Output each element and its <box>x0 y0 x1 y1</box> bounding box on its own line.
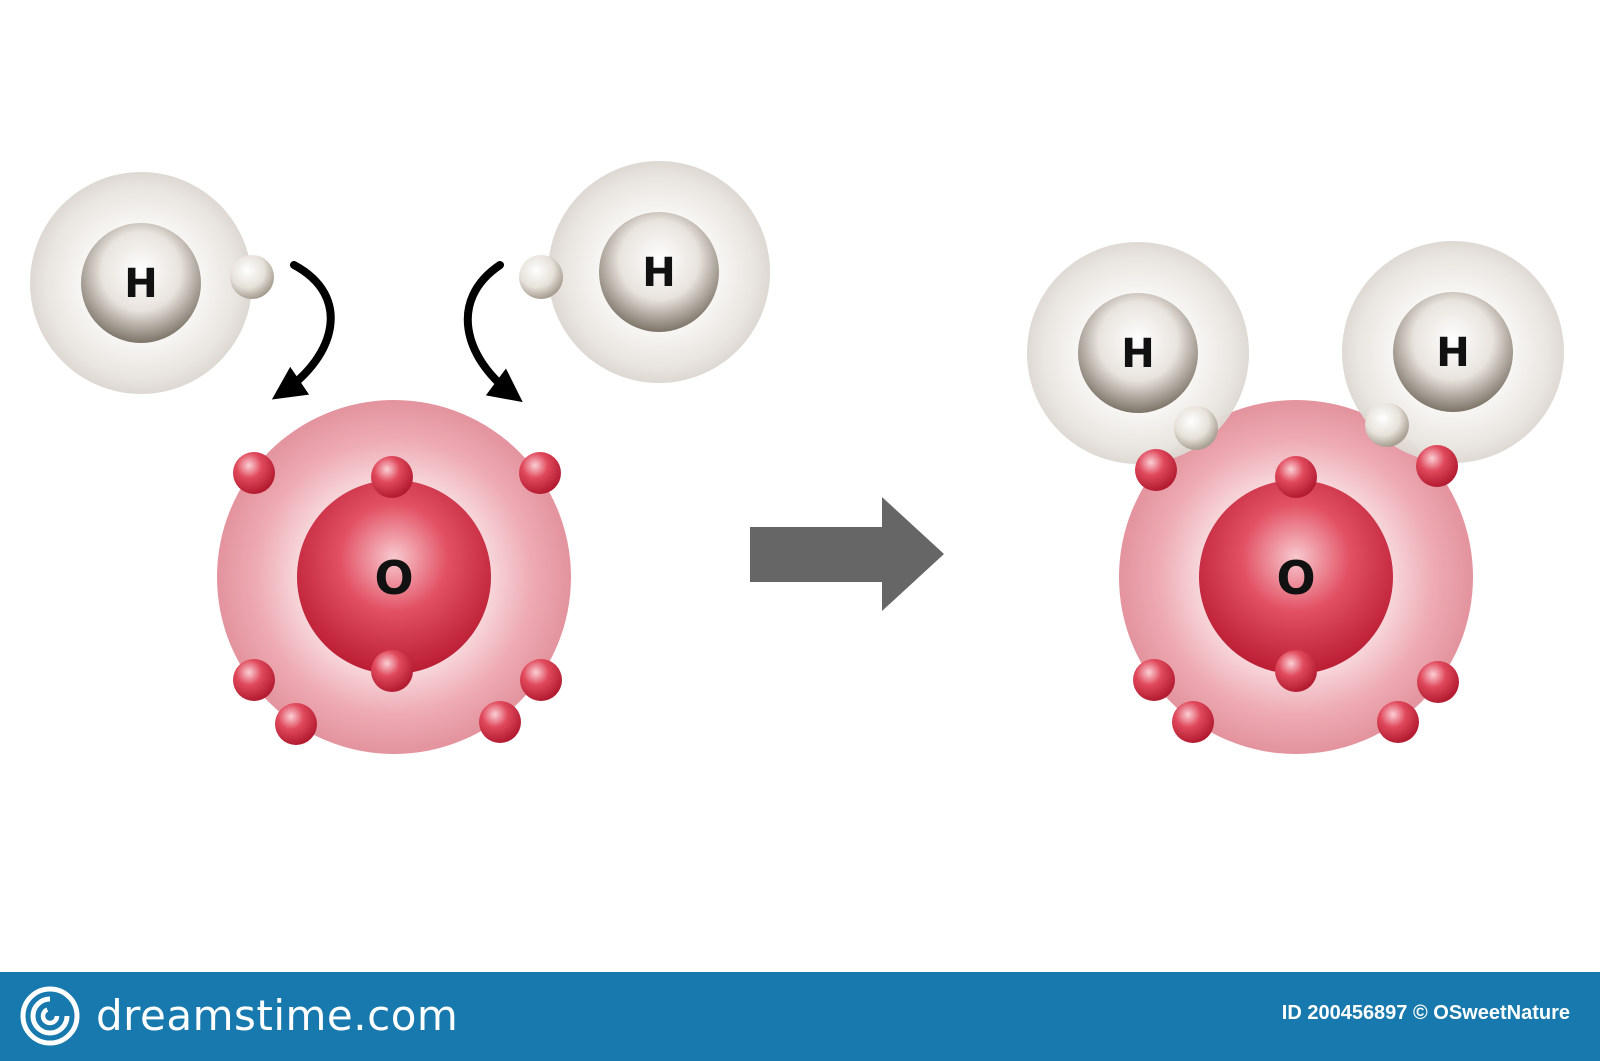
oxygen-electron <box>275 703 317 745</box>
oxygen-valence-electrons-product <box>1133 445 1459 743</box>
shared-hydrogen-electron-right <box>1365 403 1409 447</box>
oxygen-atom-reactant: O <box>217 400 571 754</box>
oxygen-electron <box>1417 661 1459 703</box>
hydrogen-nucleus <box>81 223 201 343</box>
reactants-group: O H <box>30 161 770 754</box>
oxygen-valence-electrons <box>233 452 562 745</box>
oxygen-nucleus <box>297 480 491 674</box>
oxygen-electron <box>1377 701 1419 743</box>
oxygen-electron <box>519 452 561 494</box>
hydrogen-nucleus <box>1078 293 1198 413</box>
hydrogen-nucleus <box>1393 292 1513 412</box>
brand-name: dreamstime.com <box>96 991 459 1040</box>
oxygen-electron <box>1275 650 1317 692</box>
oxygen-atom-product: O <box>1119 400 1473 754</box>
spiral-logo-icon <box>20 986 80 1046</box>
oxygen-electron <box>1275 456 1317 498</box>
hydrogen-symbol: H <box>1121 331 1154 377</box>
hydrogen-symbol: H <box>124 261 157 307</box>
oxygen-electron <box>1172 701 1214 743</box>
oxygen-electron <box>371 650 413 692</box>
product-group: O H H <box>1027 241 1564 754</box>
hydrogen-atom-left-reactant: H <box>30 172 274 394</box>
hydrogen-electron <box>519 255 563 299</box>
oxygen-electron <box>1416 445 1458 487</box>
hydrogen-nucleus <box>599 212 719 332</box>
oxygen-electron <box>479 701 521 743</box>
oxygen-nucleus <box>1199 480 1393 674</box>
oxygen-electron <box>233 659 275 701</box>
hydrogen-electron <box>230 255 274 299</box>
curved-arrow-right <box>463 261 523 403</box>
hydrogen-symbol: H <box>642 250 675 296</box>
oxygen-symbol: O <box>1276 551 1315 605</box>
oxygen-electron <box>1135 449 1177 491</box>
oxygen-electron <box>371 456 413 498</box>
hydrogen-atom-right-reactant: H <box>519 161 770 383</box>
oxygen-electron <box>1133 659 1175 701</box>
oxygen-electron <box>233 452 275 494</box>
curved-arrow-left <box>271 261 335 400</box>
image-credit: ID 200456897 © OSweetNature <box>1281 1002 1570 1024</box>
oxygen-symbol: O <box>374 551 413 605</box>
footer-bar: dreamstime.com ID 200456897 © OSweetNatu… <box>0 972 1600 1061</box>
diagram-canvas: O H <box>30 161 1564 754</box>
shared-hydrogen-electron-left <box>1174 406 1218 450</box>
brand-logo[interactable]: dreamstime.com <box>20 986 458 1046</box>
reaction-arrow-icon <box>750 497 944 611</box>
hydrogen-symbol: H <box>1436 330 1469 376</box>
oxygen-electron <box>520 659 562 701</box>
